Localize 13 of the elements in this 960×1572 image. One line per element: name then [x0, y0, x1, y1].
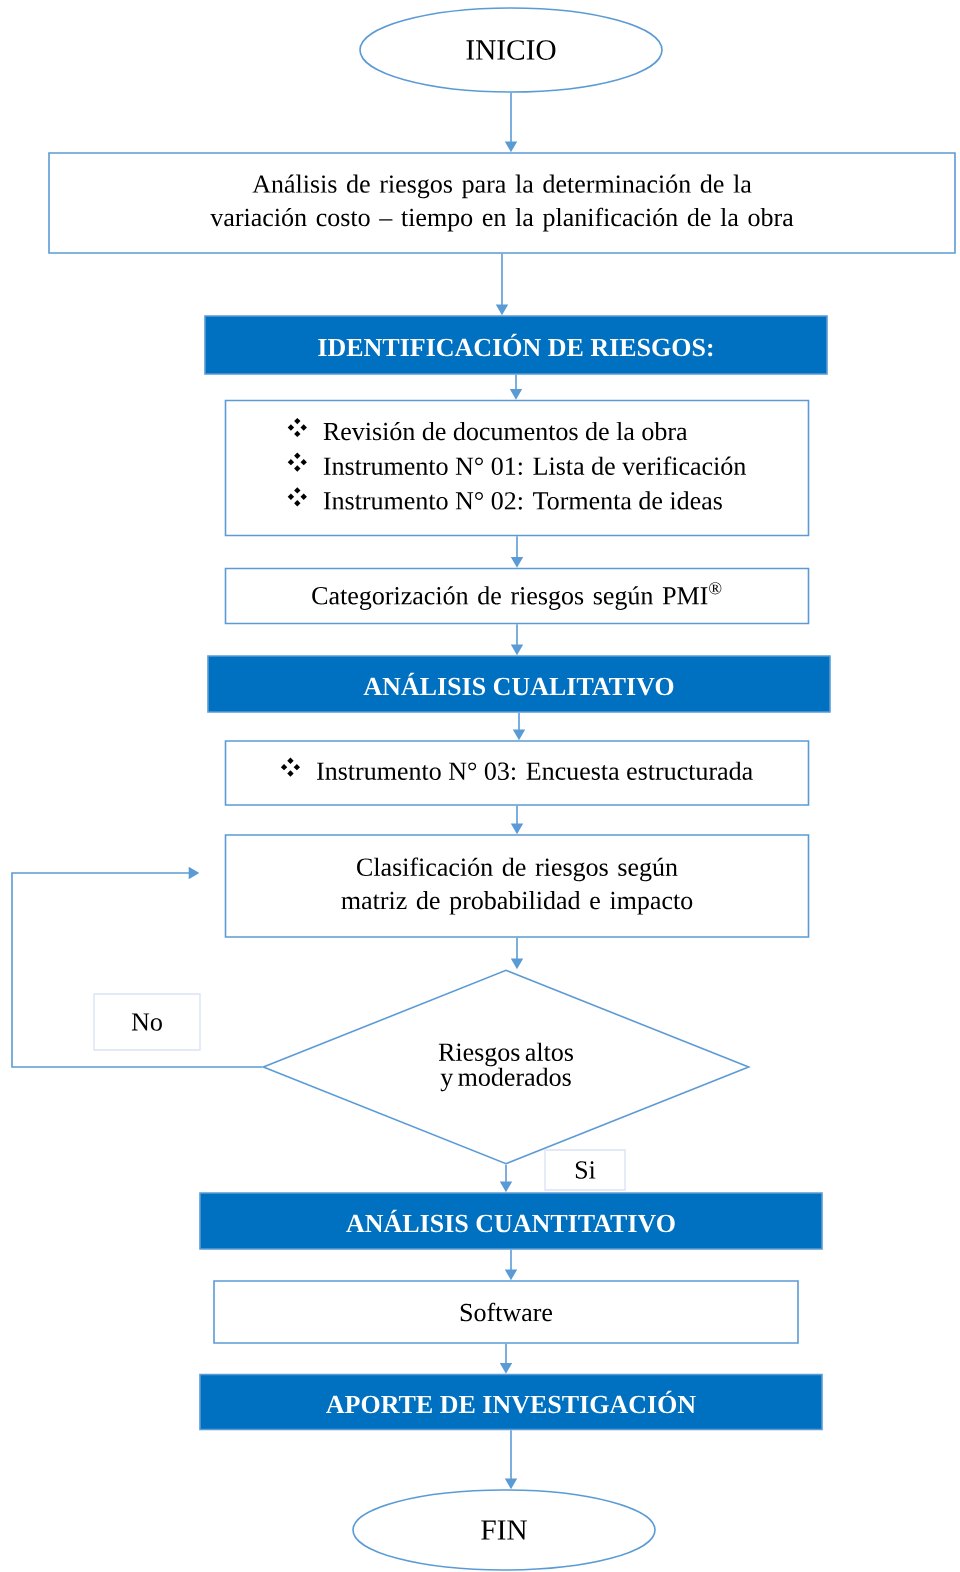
section-band: ANÁLISIS CUANTITATIVO — [199, 1192, 823, 1250]
section-band: APORTE DE INVESTIGACIÓN — [199, 1373, 823, 1431]
process-box: Categorización de riesgos según PMI$^{®}$ — [224, 567, 810, 625]
edge-label: No — [93, 993, 201, 1051]
process-box: Software — [213, 1280, 799, 1344]
arrow — [11, 866, 263, 1068]
process-box: Análisis de riesgos para la determinación de la variación costo – tiempo en la planificación de la obra — [48, 152, 956, 254]
process-box: Instrumento N° 03: Encuesta estructurada — [224, 740, 810, 806]
section-band: ANÁLISIS CUALITATIVO — [207, 655, 831, 713]
edge-label: Si — [544, 1149, 626, 1191]
process-box: Clasificación de riesgos según matriz de probabilidad e impacto — [224, 834, 810, 938]
process-box: Revisión de documentos de la obra Instrumento N° 01: Lista de verificación Instrumento N° 02: Tormenta de ideas — [224, 399, 810, 537]
section-band: IDENTIFICACIÓN DE RIESGOS: — [204, 315, 828, 375]
